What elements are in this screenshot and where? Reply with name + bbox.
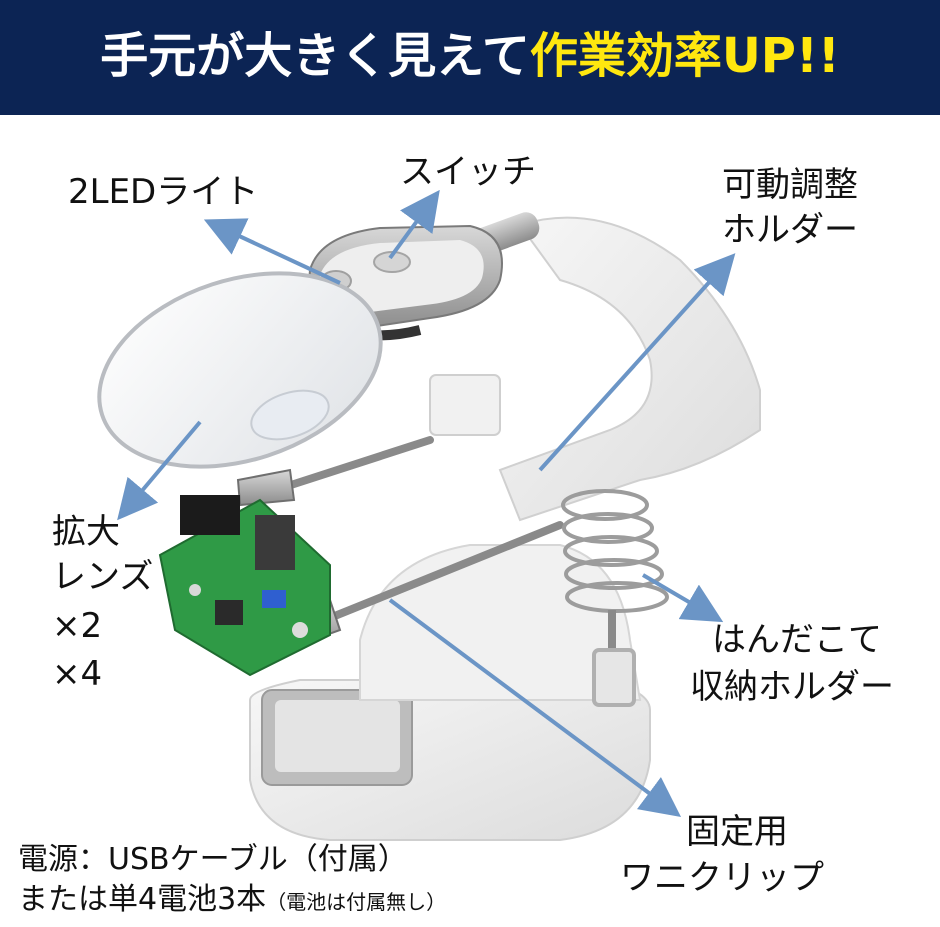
arrow-iron-holder bbox=[641, 573, 724, 623]
lens-clamp bbox=[429, 374, 501, 436]
label-iron-holder-line2: 収納ホルダー bbox=[690, 667, 894, 707]
power-note-small: （電池は付属無し） bbox=[266, 890, 447, 914]
iron-spring-holder bbox=[561, 489, 669, 707]
arrow-magnifier bbox=[117, 420, 202, 521]
label-switch: スイッチ bbox=[400, 152, 536, 192]
arrow-clip bbox=[388, 598, 682, 817]
label-led-light: 2LEDライト bbox=[68, 172, 259, 212]
label-clip-line1: 固定用 bbox=[686, 812, 788, 852]
label-adjustable-holder-line2: ホルダー bbox=[722, 210, 858, 250]
label-iron-holder-line1: はんだこて bbox=[712, 620, 882, 660]
label-magnifier-line4: ×4 bbox=[52, 654, 103, 694]
label-adjustable-holder-line1: 可動調整 bbox=[722, 165, 858, 205]
product-illustration bbox=[97, 189, 761, 841]
arrow-switch bbox=[388, 189, 440, 260]
arrow-led-light bbox=[203, 218, 341, 285]
label-magnifier-line3: ×2 bbox=[52, 606, 103, 646]
header-banner bbox=[0, 0, 940, 115]
annotation-arrows bbox=[117, 189, 736, 817]
headline-white-text: 手元が大きく見えて bbox=[100, 28, 530, 84]
headline: 手元が大きく見えて作業効率UP!! bbox=[0, 0, 940, 115]
stand-base bbox=[249, 679, 651, 841]
label-magnifier-line1: 拡大 bbox=[52, 512, 120, 552]
magnifier-lens bbox=[97, 271, 383, 469]
power-note-line1: 電源：USBケーブル（付属） bbox=[18, 842, 408, 877]
label-clip-line2: ワニクリップ bbox=[620, 858, 824, 898]
arrow-adjustable-holder bbox=[538, 253, 736, 472]
power-note-line2: または単4電池3本（電池は付属無し） bbox=[18, 882, 446, 920]
power-note-main: または単4電池3本 bbox=[18, 882, 267, 917]
circuit-board bbox=[158, 495, 331, 677]
label-magnifier-line2: レンズ bbox=[52, 557, 154, 597]
headline-highlight-text: 作業効率UP!! bbox=[529, 28, 840, 84]
